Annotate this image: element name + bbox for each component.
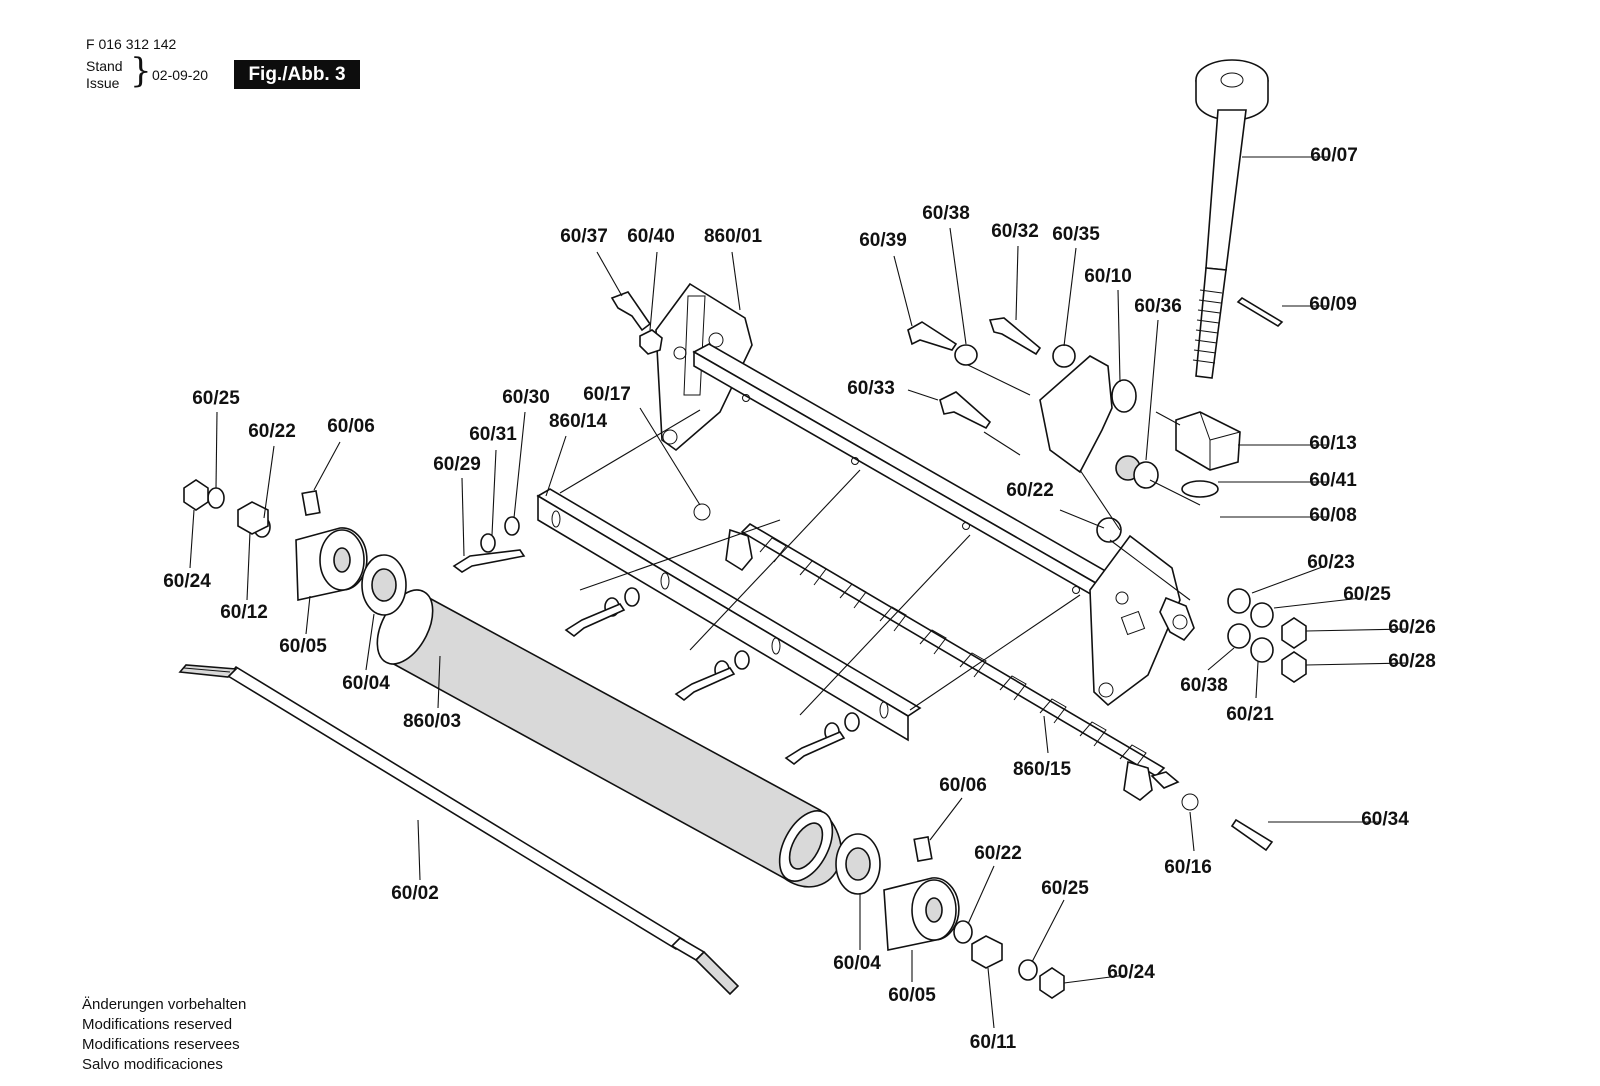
part-label-60-39: 60/39 <box>859 230 907 251</box>
part-label-60-31: 60/31 <box>469 424 517 445</box>
part-labels: 60/07 60/09 60/13 60/41 60/08 60/23 60/25 60/26… <box>163 145 1436 1053</box>
adjusting-screw <box>1192 59 1269 379</box>
part-label-60-07: 60/07 <box>1310 145 1358 166</box>
part-label-60-11: 60/11 <box>970 1032 1017 1053</box>
part-label-60-30: 60/30 <box>502 387 550 408</box>
brace-glyph: } <box>130 51 152 91</box>
part-label-60-25: 60/25 <box>1041 878 1089 899</box>
part-label-60-26: 60/26 <box>1388 617 1436 638</box>
note-en: Modifications reserved <box>82 1016 233 1033</box>
cutter-bar <box>725 522 1180 801</box>
part-label-60-04: 60/04 <box>342 673 390 694</box>
part-label-860-03: 860/03 <box>403 711 461 732</box>
note-de: Änderungen vorbehalten <box>82 996 247 1013</box>
part-label-60-04: 60/04 <box>833 953 881 974</box>
part-label-60-36: 60/36 <box>1134 296 1182 317</box>
part-label-60-16: 60/16 <box>1164 857 1212 878</box>
label-leaders <box>189 156 1407 1029</box>
note-es: Salvo modificaciones <box>82 1056 223 1073</box>
part-label-60-12: 60/12 <box>220 602 268 623</box>
part-label-860-01: 860/01 <box>704 226 763 247</box>
right-side-plate <box>1089 534 1195 707</box>
part-label-60-05: 60/05 <box>888 985 936 1006</box>
part-label-60-25: 60/25 <box>1343 584 1391 605</box>
part-label-60-32: 60/32 <box>991 221 1039 242</box>
part-label-60-41: 60/41 <box>1309 470 1357 491</box>
part-label-60-08: 60/08 <box>1309 505 1357 526</box>
alignment-lines <box>559 364 1201 716</box>
bracket-plate <box>1039 355 1141 481</box>
part-label-60-22: 60/22 <box>974 843 1022 864</box>
part-label-60-40: 60/40 <box>627 226 675 247</box>
part-label-60-28: 60/28 <box>1388 651 1436 672</box>
part-label-60-35: 60/35 <box>1052 224 1100 245</box>
part-label-60-02: 60/02 <box>391 883 439 904</box>
part-label-60-22: 60/22 <box>1006 480 1054 501</box>
stand-label: Stand <box>86 58 123 74</box>
part-label-60-34: 60/34 <box>1361 809 1409 830</box>
part-label-60-25: 60/25 <box>192 388 240 409</box>
part-label-60-06: 60/06 <box>327 416 375 437</box>
notes-block: Änderungen vorbehalten Modifications res… <box>82 995 246 1075</box>
part-label-60-21: 60/21 <box>1226 704 1274 725</box>
part-label-60-24: 60/24 <box>163 571 211 592</box>
part-label-60-33: 60/33 <box>847 378 895 399</box>
part-label-860-15: 860/15 <box>1013 759 1072 780</box>
issue-date: 02-09-20 <box>152 67 209 83</box>
bottom-shaft <box>178 664 740 996</box>
pin <box>1236 296 1284 328</box>
part-label-60-17: 60/17 <box>583 384 631 405</box>
long-square-bar <box>692 343 1118 602</box>
part-label-860-14: 860/14 <box>549 411 608 432</box>
part-label-60-05: 60/05 <box>279 636 327 657</box>
issue-label: Issue <box>86 75 120 91</box>
part-label-60-23: 60/23 <box>1307 552 1355 573</box>
part-label-60-09: 60/09 <box>1309 294 1357 315</box>
part-label-60-37: 60/37 <box>560 226 608 247</box>
flat-bar <box>536 488 922 742</box>
part-label-60-22: 60/22 <box>248 421 296 442</box>
part-label-60-10: 60/10 <box>1084 266 1132 287</box>
part-label-60-13: 60/13 <box>1309 433 1357 454</box>
hardware <box>183 291 1307 999</box>
document-number: F 016 312 142 <box>86 36 177 52</box>
drawing <box>178 59 1407 1029</box>
figure-label: Fig./Abb. 3 <box>234 60 360 89</box>
part-label-60-38: 60/38 <box>1180 675 1228 696</box>
part-label-60-24: 60/24 <box>1107 962 1155 983</box>
note-fr: Modifications reservees <box>82 1036 240 1053</box>
part-label-60-38: 60/38 <box>922 203 970 224</box>
part-label-60-06: 60/06 <box>939 775 987 796</box>
part-label-60-29: 60/29 <box>433 454 481 475</box>
block <box>1175 411 1241 471</box>
